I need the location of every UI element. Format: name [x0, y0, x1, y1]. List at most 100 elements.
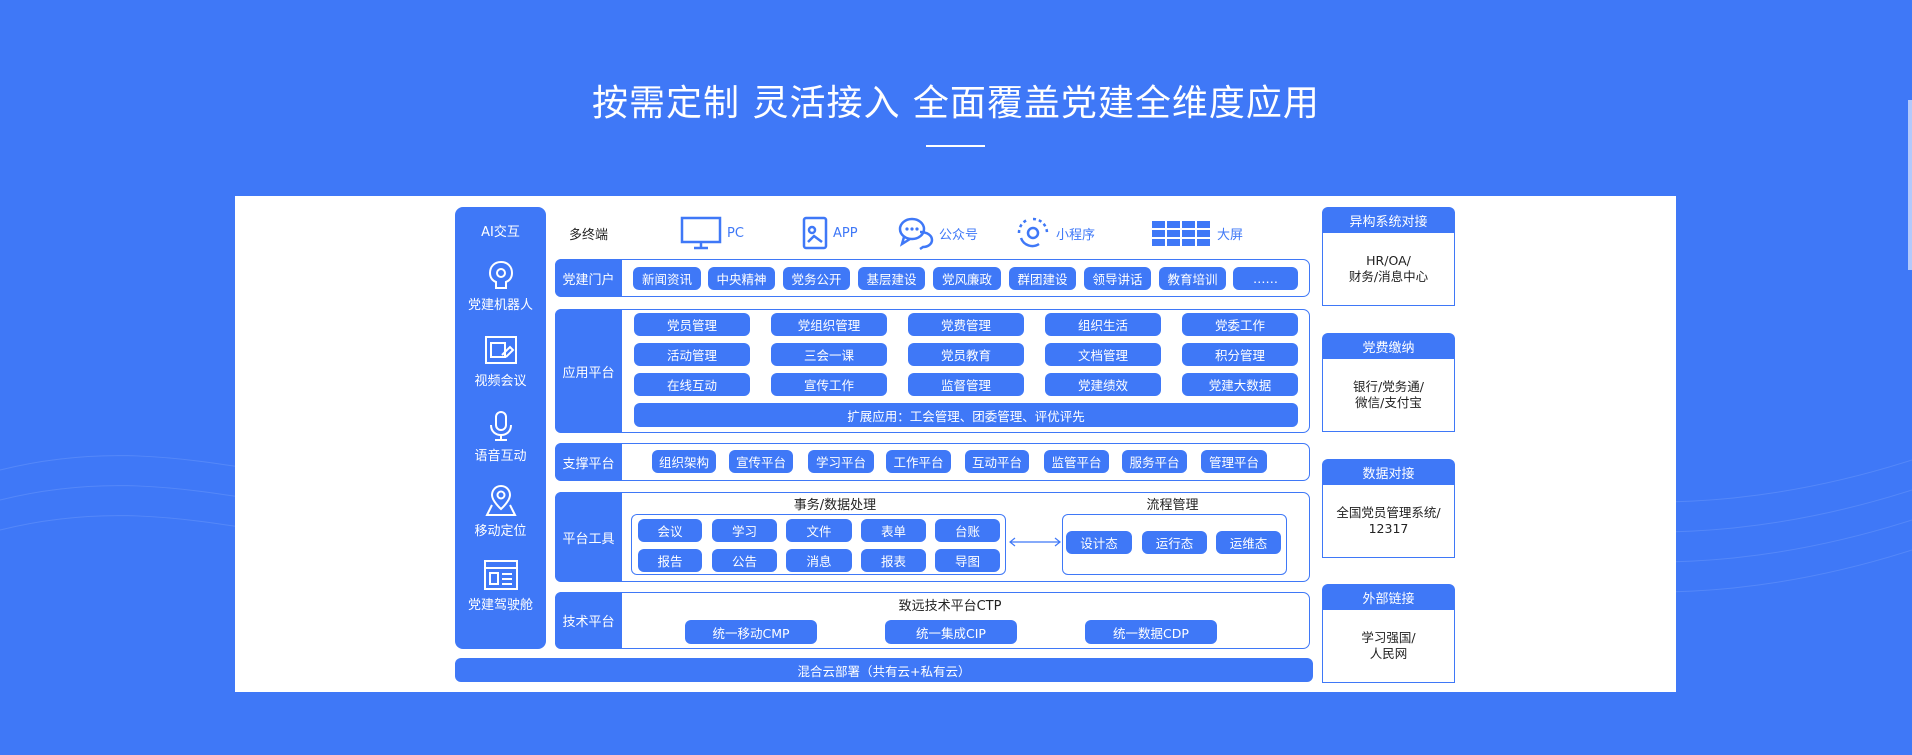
tech-item[interactable]: 统一移动CMP	[685, 620, 817, 644]
headline-divider	[926, 145, 985, 147]
mini-program-icon	[1017, 217, 1049, 248]
terminals-label: 多终端	[569, 228, 609, 243]
terminal-wechat-official: 公众号	[898, 216, 978, 250]
tool-item[interactable]: 表单	[861, 519, 926, 542]
monitor-icon	[680, 216, 722, 250]
terminal-label: 小程序	[1056, 227, 1096, 243]
portal-item[interactable]: 教育培训	[1159, 267, 1226, 290]
terminal-label: PC	[727, 225, 744, 241]
support-item[interactable]: 学习平台	[808, 450, 874, 473]
flow-item[interactable]: 设计态	[1066, 531, 1132, 554]
tool-item[interactable]: 台账	[935, 519, 1000, 542]
support-item[interactable]: 互动平台	[965, 450, 1029, 473]
portal-item[interactable]: 领导讲话	[1084, 267, 1151, 290]
portal-item[interactable]: 基层建设	[858, 267, 925, 290]
microphone-icon	[489, 411, 512, 441]
robot-icon	[488, 260, 513, 289]
ai-item-voice: 语音互动	[455, 410, 546, 464]
flow-item[interactable]: 运维态	[1216, 531, 1281, 554]
hybrid-cloud-bar: 混合云部署（共有云+私有云）	[455, 658, 1313, 682]
ai-item-label: 语音互动	[474, 449, 527, 464]
portal-item[interactable]: 党务公开	[783, 267, 850, 290]
flow-item[interactable]: 运行态	[1142, 531, 1207, 554]
location-icon	[484, 484, 517, 516]
platform-tools-label: 平台工具	[555, 492, 622, 582]
right-box-head: 异构系统对接	[1322, 207, 1455, 233]
mobile-icon	[802, 216, 828, 250]
ai-title: AI交互	[481, 225, 520, 240]
tool-item[interactable]: 会议	[638, 519, 702, 542]
process-management-title: 流程管理	[1146, 498, 1199, 513]
app-item[interactable]: 党委工作	[1182, 313, 1298, 336]
ai-item-robot: 党建机器人	[455, 259, 546, 313]
ai-item-video: 视频会议	[455, 335, 546, 389]
tool-item[interactable]: 学习	[712, 519, 777, 542]
chat-bubble-icon	[898, 217, 934, 250]
app-item[interactable]: 活动管理	[634, 343, 750, 366]
app-item[interactable]: 在线互动	[634, 373, 750, 396]
right-box-head: 数据对接	[1322, 459, 1455, 485]
portal-item[interactable]: 中央精神	[708, 267, 775, 290]
tech-platform-label: 技术平台	[555, 592, 622, 649]
support-item[interactable]: 监管平台	[1044, 450, 1109, 473]
portal-item-more[interactable]: ……	[1233, 267, 1298, 290]
tool-item[interactable]: 消息	[786, 549, 852, 572]
data-processing-title: 事务/数据处理	[793, 498, 877, 513]
ai-item-label: 视频会议	[474, 374, 527, 389]
tool-item[interactable]: 导图	[935, 549, 1000, 572]
tool-item[interactable]: 报告	[638, 549, 702, 572]
portal-item[interactable]: 新闻资讯	[633, 267, 701, 290]
portal-label: 党建门户	[555, 259, 622, 297]
video-wall-icon	[1152, 221, 1210, 246]
app-item[interactable]: 文档管理	[1045, 343, 1161, 366]
page-headline: 按需定制 灵活接入 全面覆盖党建全维度应用	[592, 83, 1320, 124]
app-item[interactable]: 组织生活	[1045, 313, 1161, 336]
double-arrow-icon	[1009, 537, 1061, 547]
video-meeting-icon	[484, 336, 517, 364]
support-item[interactable]: 管理平台	[1201, 450, 1267, 473]
app-item[interactable]: 宣传工作	[771, 373, 887, 396]
app-item[interactable]: 监督管理	[908, 373, 1024, 396]
terminal-label: 大屏	[1217, 227, 1244, 243]
portal-item[interactable]: 党风廉政	[933, 267, 1001, 290]
ai-item-label: 党建驾驶舱	[467, 598, 533, 613]
tech-item[interactable]: 统一集成CIP	[885, 620, 1017, 644]
terminal-mini-program: 小程序	[1015, 216, 1095, 250]
support-platform-label: 支撑平台	[555, 443, 622, 481]
portal-item[interactable]: 群团建设	[1009, 267, 1076, 290]
tech-item[interactable]: 统一数据CDP	[1085, 620, 1217, 644]
dashboard-icon	[483, 560, 518, 590]
process-management-group	[1062, 514, 1287, 575]
ctp-title: 致远技术平台CTP	[898, 599, 1002, 614]
app-item[interactable]: 党费管理	[908, 313, 1024, 336]
terminal-label: 公众号	[939, 227, 979, 243]
app-item[interactable]: 党员教育	[908, 343, 1024, 366]
app-item[interactable]: 积分管理	[1182, 343, 1298, 366]
app-item[interactable]: 党建大数据	[1182, 373, 1298, 396]
app-item[interactable]: 党组织管理	[771, 313, 887, 336]
ai-interaction-column: AI交互 党建机器人 视频会议 语音互动	[455, 207, 546, 649]
app-item[interactable]: 三会一课	[771, 343, 887, 366]
support-item[interactable]: 服务平台	[1122, 450, 1187, 473]
support-item[interactable]: 工作平台	[886, 450, 951, 473]
tool-item[interactable]: 文件	[786, 519, 852, 542]
app-item[interactable]: 党建绩效	[1045, 373, 1161, 396]
right-box-body: 银行/党务通/ 微信/支付宝	[1322, 359, 1455, 432]
ai-item-cockpit: 党建驾驶舱	[455, 559, 546, 613]
right-box-body: 全国党员管理系统/ 12317	[1322, 485, 1455, 558]
support-item[interactable]: 组织架构	[652, 450, 716, 473]
tool-item[interactable]: 报表	[861, 549, 926, 572]
tool-item[interactable]: 公告	[712, 549, 777, 572]
terminal-app: APP	[802, 216, 858, 250]
right-box-body: HR/OA/ 财务/消息中心	[1322, 233, 1455, 306]
terminal-label: APP	[833, 225, 858, 241]
right-box-head: 党费缴纳	[1322, 333, 1455, 359]
extension-apps-bar[interactable]: 扩展应用：工会管理、团委管理、评优评先	[634, 403, 1298, 427]
right-box-head: 外部链接	[1322, 584, 1455, 610]
right-box-body: 学习强国/ 人民网	[1322, 610, 1455, 683]
app-item[interactable]: 党员管理	[634, 313, 750, 336]
application-platform-label: 应用平台	[555, 309, 622, 433]
support-item[interactable]: 宣传平台	[729, 450, 793, 473]
ai-item-location: 移动定位	[455, 483, 546, 539]
terminal-pc: PC	[680, 216, 744, 250]
